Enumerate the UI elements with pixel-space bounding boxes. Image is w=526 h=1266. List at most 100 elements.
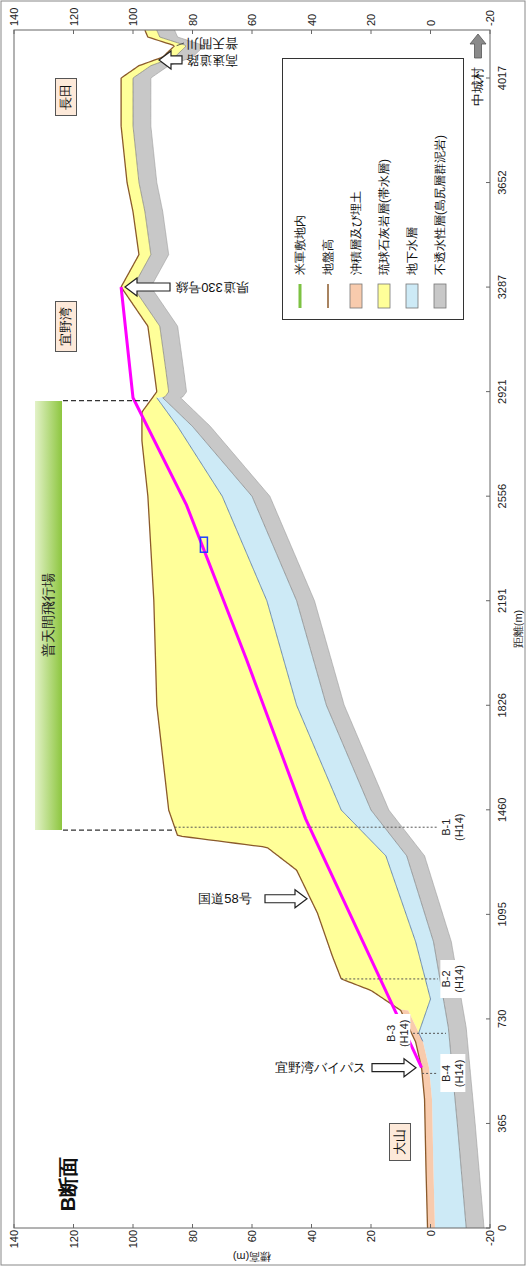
- borehole-label: B-1 (H14): [440, 808, 465, 846]
- legend-sample: [405, 283, 419, 309]
- well-marker: [200, 537, 207, 552]
- tick-mark: [192, 30, 193, 34]
- tick-mark: [486, 182, 490, 183]
- node-text: 普天間飛行場: [40, 573, 58, 657]
- tick-mark: [430, 30, 431, 34]
- node-text: 大山: [391, 1129, 409, 1155]
- axis-title: 標高(m): [233, 1251, 272, 1264]
- road-arrow: [372, 1059, 416, 1077]
- direction-arrow: [470, 34, 486, 58]
- tick-label: 1826: [496, 693, 509, 717]
- tick-label: 1460: [496, 798, 509, 822]
- legend-swatch: [406, 284, 418, 308]
- tick-label: 3287: [496, 275, 509, 299]
- legend-sample: [377, 283, 391, 309]
- tick-label: 40: [305, 1230, 318, 1242]
- tick-mark: [192, 1224, 193, 1228]
- borehole-label: B-4 (H14): [440, 1054, 465, 1092]
- tick-label: 1095: [496, 902, 509, 926]
- tick-mark: [486, 391, 490, 392]
- place-box: 宜野湾: [55, 301, 77, 352]
- borehole-line: [413, 1033, 446, 1034]
- tick-label: 100: [127, 8, 140, 26]
- tick-label: 80: [186, 1230, 199, 1242]
- tick-mark: [252, 1224, 253, 1228]
- legend-text: 米軍敷地内: [292, 215, 309, 275]
- road-label: 宜野湾バイパス: [275, 1060, 366, 1075]
- tick-mark: [486, 914, 490, 915]
- tick-label: 3652: [496, 170, 509, 194]
- tick-label: -20: [484, 10, 497, 26]
- legend-sample: [293, 283, 307, 309]
- legend-item: 米軍敷地内: [291, 215, 309, 309]
- axis-title: 距離(m): [512, 610, 525, 649]
- legend-swatch: [378, 284, 390, 308]
- legend-text: 琉球石灰岩層(帯水層): [376, 159, 393, 275]
- node-text: 長田: [57, 84, 75, 110]
- tick-label: 140: [8, 1230, 21, 1248]
- legend-sample: [349, 283, 363, 309]
- tick-mark: [486, 1123, 490, 1124]
- tick-mark: [486, 809, 490, 810]
- legend-text: 不透水性層(島尻層群泥岩): [432, 135, 449, 275]
- tick-mark: [14, 1224, 15, 1228]
- tick-label: 60: [246, 1230, 259, 1242]
- place-box: 大山: [389, 1123, 411, 1161]
- borehole-label: B-2 (H14): [440, 960, 465, 998]
- tick-mark: [73, 1224, 74, 1228]
- node-text: 宜野湾: [57, 307, 75, 346]
- limestone-layer: [121, 30, 435, 1228]
- tick-label: 0: [424, 1230, 437, 1236]
- tick-label: 20: [365, 14, 378, 26]
- legend-item: 地下水層: [403, 227, 421, 309]
- tick-mark: [133, 30, 134, 34]
- borehole-line: [175, 827, 438, 828]
- tick-mark: [14, 30, 15, 34]
- alluvium-layer: [121, 30, 435, 1228]
- tick-label: 0: [424, 20, 437, 26]
- tick-mark: [133, 1224, 134, 1228]
- legend-sample: [321, 283, 335, 309]
- tick-mark: [252, 30, 253, 34]
- tick-mark: [311, 1224, 312, 1228]
- tick-mark: [311, 30, 312, 34]
- tick-label: 2921: [496, 379, 509, 403]
- legend-item: 沖積層及び埋土: [347, 191, 365, 309]
- legend-box: 米軍敷地内地盤高沖積層及び埋土琉球石灰岩層(帯水層)地下水層不透水性層(島尻層群…: [282, 58, 464, 320]
- tick-label: 0: [496, 1225, 509, 1231]
- tick-mark: [486, 600, 490, 601]
- legend-line: [299, 284, 302, 308]
- road-label: 県道330号線: [175, 280, 249, 295]
- river-label: 普天間川: [186, 36, 238, 51]
- impermeable-bottom-line: [151, 30, 484, 1228]
- tick-label: 4017: [496, 66, 509, 90]
- tick-label: 140: [8, 8, 21, 26]
- airfield-bound: [63, 829, 176, 830]
- tick-label: 80: [186, 14, 199, 26]
- airfield-bound: [63, 400, 150, 401]
- groundwater-top-line: [157, 398, 431, 1042]
- road-label: 高速道路: [186, 53, 238, 68]
- tick-mark: [371, 30, 372, 34]
- legend-swatch: [434, 284, 446, 308]
- tick-label: 120: [67, 8, 80, 26]
- tick-label: 2556: [496, 484, 509, 508]
- tick-mark: [371, 1224, 372, 1228]
- tick-mark: [486, 705, 490, 706]
- tick-mark: [486, 78, 490, 79]
- direction-label: 中城村: [471, 67, 486, 106]
- borehole-line: [422, 1073, 438, 1074]
- legend-line: [327, 284, 329, 308]
- airfield-band: 普天間飛行場: [35, 401, 62, 830]
- road-label: 国道58号: [198, 891, 251, 906]
- borehole-line: [341, 978, 438, 979]
- ground-line: [121, 30, 427, 1228]
- tick-mark: [73, 30, 74, 34]
- tick-label: 40: [305, 14, 318, 26]
- legend-item: 琉球石灰岩層(帯水層): [375, 159, 393, 309]
- tick-label: 100: [127, 1230, 140, 1248]
- borehole-label: B-3 (H14): [385, 1014, 410, 1052]
- tick-label: 2191: [496, 588, 509, 612]
